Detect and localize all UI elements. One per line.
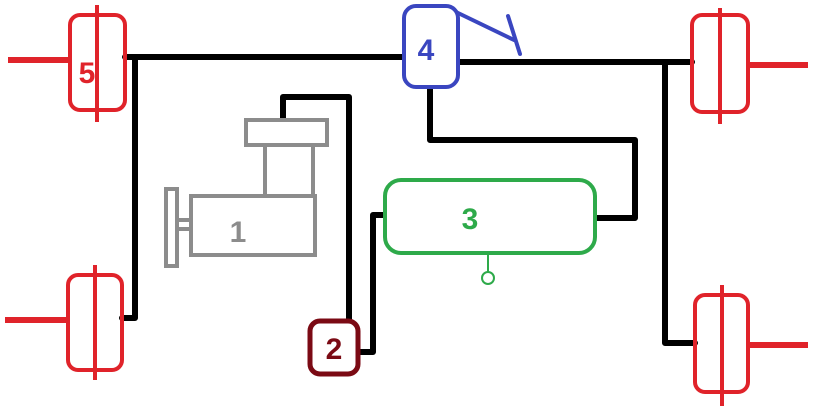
wheel-rear-right — [693, 285, 808, 406]
brake-pedal-icon — [454, 10, 522, 56]
pipe-compressor-regulator — [280, 94, 352, 323]
wheel-rear-left — [5, 265, 124, 380]
pipe-regulator-tank — [356, 212, 388, 355]
pipe-right-rear — [662, 59, 698, 346]
brake-valve-label: 4 — [418, 34, 435, 67]
compressor-label: 1 — [230, 216, 247, 249]
pipe-left-rear — [119, 54, 138, 321]
pipes — [119, 54, 698, 355]
wheels — [5, 5, 808, 406]
brake-valve — [402, 4, 460, 89]
wheel-brake-label: 5 — [79, 57, 96, 90]
wheel-front-right — [690, 8, 808, 124]
wheel-front-left — [8, 5, 127, 122]
pressure-regulator — [307, 318, 361, 377]
pipe-valve-tank — [427, 85, 638, 221]
drain-valve-icon — [481, 271, 495, 285]
tank-label: 3 — [462, 203, 479, 236]
air-tank — [383, 178, 597, 255]
compressor — [164, 118, 329, 268]
regulator-label: 2 — [326, 333, 343, 366]
